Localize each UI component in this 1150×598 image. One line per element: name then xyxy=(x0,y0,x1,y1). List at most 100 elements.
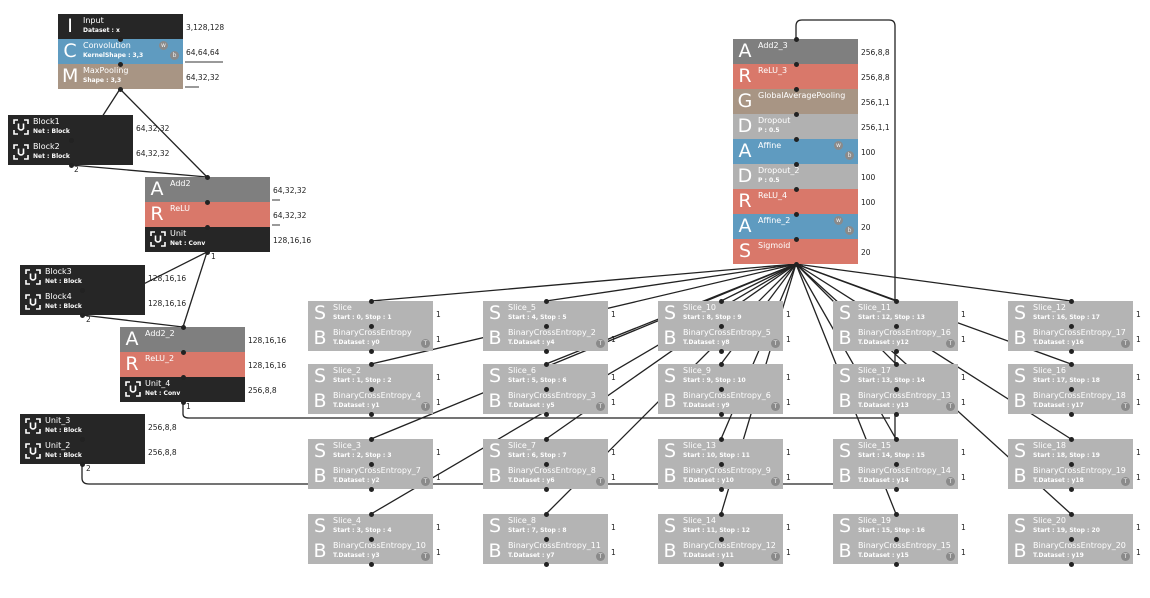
port-dot[interactable] xyxy=(718,386,724,392)
port-dot[interactable] xyxy=(543,561,549,567)
port-dot[interactable] xyxy=(893,386,899,392)
port-dot[interactable] xyxy=(543,411,549,417)
port-dot[interactable] xyxy=(893,436,899,442)
port-dot[interactable] xyxy=(793,261,799,267)
port-dot[interactable] xyxy=(1068,348,1074,354)
port-dot[interactable] xyxy=(1068,411,1074,417)
port-dot[interactable] xyxy=(718,511,724,517)
port-dot[interactable] xyxy=(117,61,123,67)
port-dot[interactable] xyxy=(204,249,210,255)
port-dot[interactable] xyxy=(893,511,899,517)
port-dot[interactable] xyxy=(793,36,799,42)
port-dot[interactable] xyxy=(180,374,186,380)
port-dot[interactable] xyxy=(543,511,549,517)
port-dot[interactable] xyxy=(543,348,549,354)
port-dot[interactable] xyxy=(368,298,374,304)
port-dot[interactable] xyxy=(368,348,374,354)
port-dot[interactable] xyxy=(1068,386,1074,392)
port-dot[interactable] xyxy=(180,324,186,330)
port-dot[interactable] xyxy=(79,287,85,293)
port-dot[interactable] xyxy=(893,536,899,542)
port-dot[interactable] xyxy=(718,561,724,567)
port-dot[interactable] xyxy=(893,348,899,354)
port-dot[interactable] xyxy=(718,486,724,492)
port-dot[interactable] xyxy=(543,461,549,467)
port-dot[interactable] xyxy=(793,186,799,192)
port-dot[interactable] xyxy=(543,536,549,542)
port-dot[interactable] xyxy=(893,361,899,367)
port-dot[interactable] xyxy=(893,411,899,417)
port-dot[interactable] xyxy=(718,536,724,542)
port-dot[interactable] xyxy=(368,361,374,367)
port-dot[interactable] xyxy=(893,461,899,467)
port-dot[interactable] xyxy=(1068,436,1074,442)
port-dot[interactable] xyxy=(79,461,85,467)
port-dot[interactable] xyxy=(543,386,549,392)
port-dot[interactable] xyxy=(204,199,210,205)
port-dot[interactable] xyxy=(793,86,799,92)
port-dot[interactable] xyxy=(893,298,899,304)
port-dot[interactable] xyxy=(793,136,799,142)
port-dot[interactable] xyxy=(368,486,374,492)
port-dot[interactable] xyxy=(1068,461,1074,467)
port-dot[interactable] xyxy=(718,436,724,442)
port-dot[interactable] xyxy=(1068,323,1074,329)
port-dot[interactable] xyxy=(1068,486,1074,492)
port-dot[interactable] xyxy=(543,436,549,442)
port-dot[interactable] xyxy=(793,161,799,167)
port-dot[interactable] xyxy=(68,137,74,143)
port-dot[interactable] xyxy=(368,561,374,567)
port-dot[interactable] xyxy=(368,461,374,467)
port-dot[interactable] xyxy=(893,486,899,492)
port-dot[interactable] xyxy=(368,436,374,442)
port-dot[interactable] xyxy=(68,162,74,168)
port-dot[interactable] xyxy=(718,323,724,329)
port-dot[interactable] xyxy=(1068,298,1074,304)
